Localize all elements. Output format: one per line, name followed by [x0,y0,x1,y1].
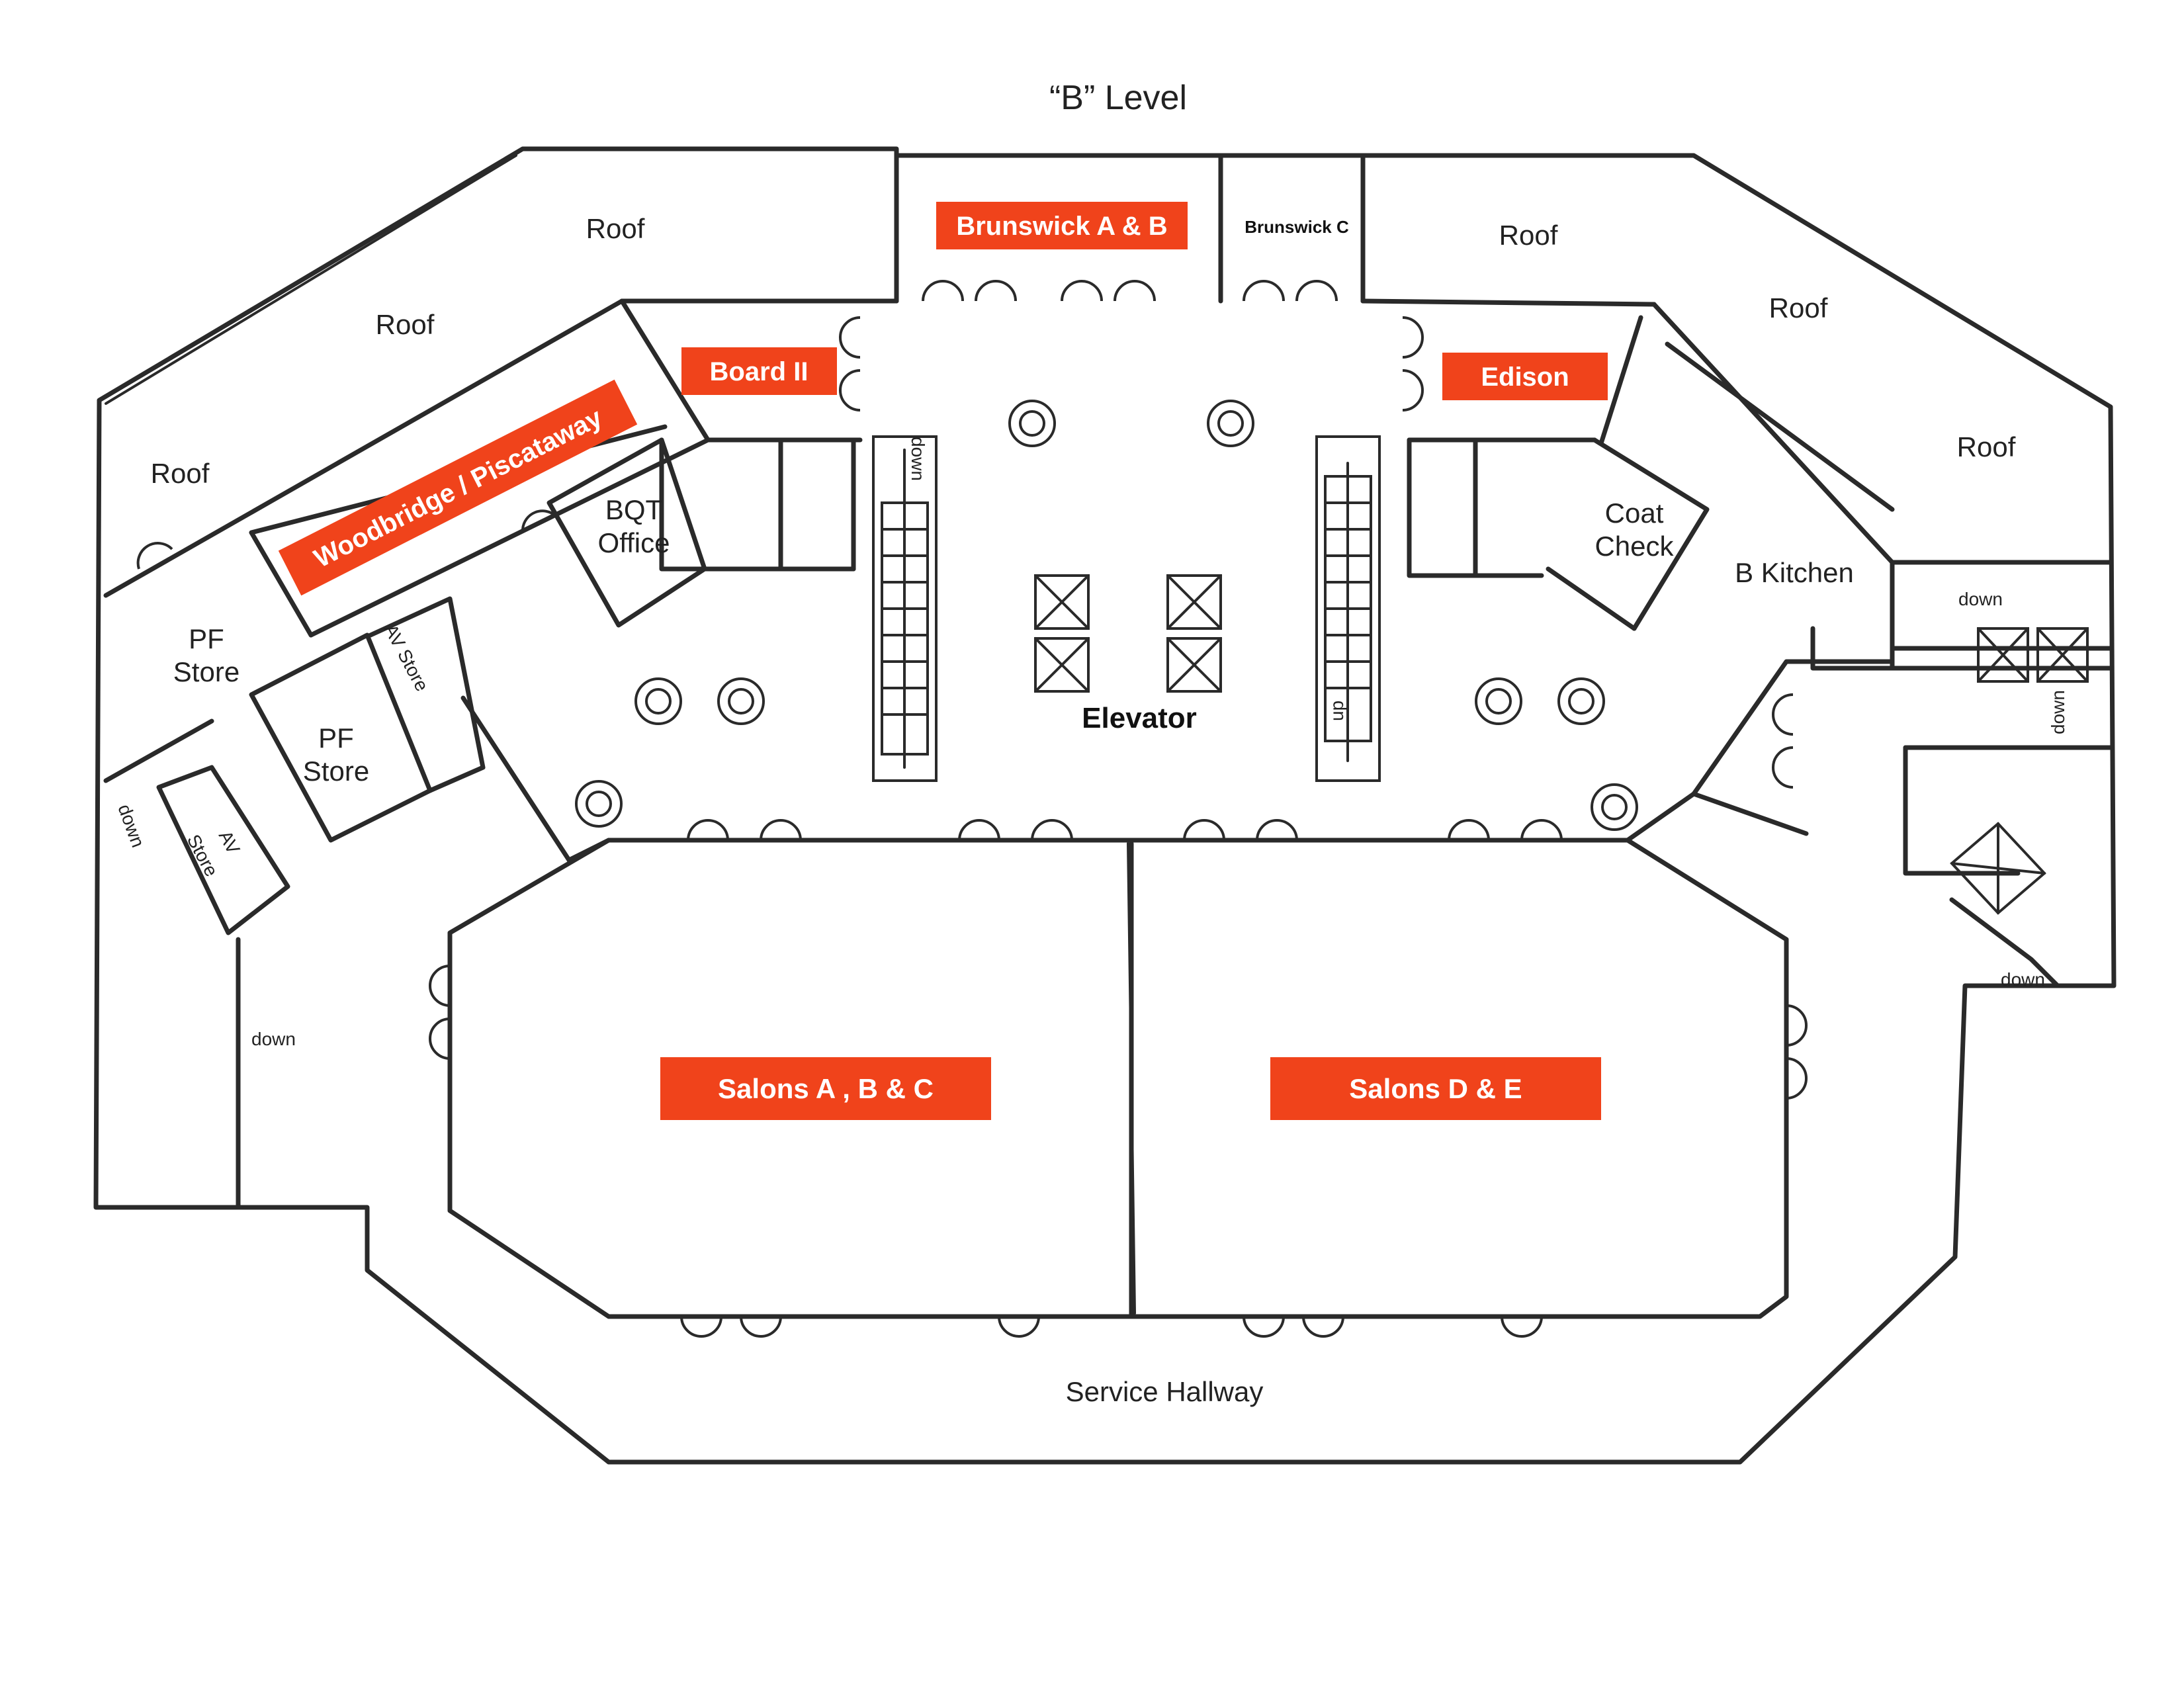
b-kitchen-label: B Kitchen [1735,557,1854,588]
escalator-right: up [1315,435,1381,782]
av-store-label-2-line1: AV [215,827,244,857]
doors [136,280,1808,1338]
columns [575,400,1638,831]
svg-text:Salons A , B & C: Salons A , B & C [718,1073,934,1104]
elevator-cars [1034,574,2089,915]
tag-salons-abc: Salons A , B & C [660,1057,991,1120]
stairs-down-label-4: down [114,801,148,850]
svg-text:Edison: Edison [1481,363,1569,392]
level-title: “B” Level [1049,79,1187,117]
bqt-office-label-line1: BQT [605,494,662,525]
escalator-down-label: down [908,437,928,481]
brunswick-c-label: Brunswick C [1245,217,1349,237]
outer-wall [93,146,2117,1465]
svg-text:Woodbridge / Piscataway: Woodbridge / Piscataway [310,403,607,574]
stairs-down-label-5: down [2048,690,2068,734]
pf-store-label-2-line1: PF [318,722,354,754]
pf-store-label-2-line2: Store [303,756,369,787]
roof-label-1: Roof [586,213,645,244]
escalator-up-label: up [1327,701,1347,721]
tag-board-ii: Board II [681,347,837,395]
pf-store-label-1-line1: PF [189,623,224,654]
bqt-office-label-line2: Office [598,527,670,558]
coat-check-label-line2: Check [1594,531,1674,562]
tag-salons-de: Salons D & E [1270,1057,1601,1120]
coat-check-label-line1: Coat [1605,497,1664,529]
svg-text:Brunswick A & B: Brunswick A & B [956,212,1167,241]
roof-label-2: Roof [376,309,435,340]
roof-label-4: Roof [1499,220,1558,251]
escalator-left: down [872,435,938,782]
stairs-down-label-2: down [2001,969,2045,990]
roof-label-3: Roof [151,458,210,489]
elevator-label: Elevator [1082,702,1197,734]
stairs-down-label-1: down [1958,589,2003,609]
tag-edison: Edison [1442,353,1608,400]
svg-text:Board II: Board II [710,357,808,386]
pf-store-label-1-line2: Store [173,656,240,687]
svg-text:Salons D & E: Salons D & E [1349,1073,1522,1104]
roof-label-6: Roof [1957,431,2016,462]
salons-outline [447,838,1789,1319]
service-hallway-label: Service Hallway [1066,1376,1264,1407]
stairs-down-label-3: down [251,1029,296,1049]
roof-label-5: Roof [1769,292,1828,324]
tag-brunswick-ab: Brunswick A & B [936,202,1188,249]
